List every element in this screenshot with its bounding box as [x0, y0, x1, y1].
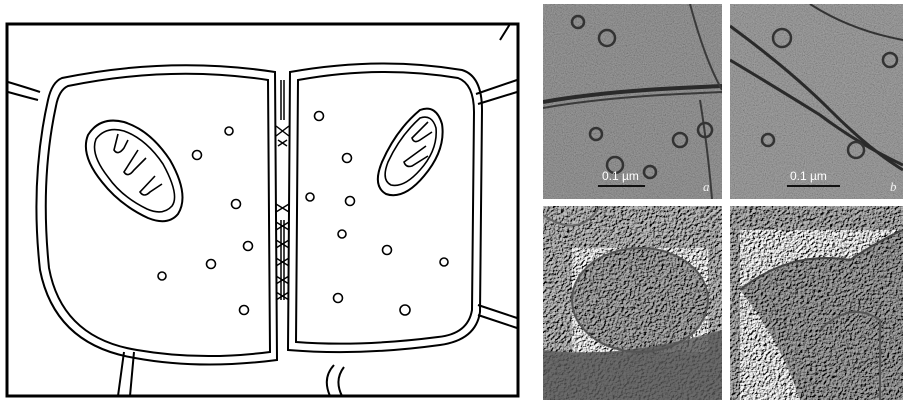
right-cell-outer	[288, 63, 482, 352]
left-cell-inner	[46, 74, 270, 356]
scale-bar-label-b: 0.1 µm	[790, 169, 827, 183]
cell-diagram	[7, 24, 518, 396]
junction-plaques	[276, 126, 289, 300]
junction-line	[281, 80, 284, 300]
panel-letter-a: a	[703, 179, 710, 194]
mitochondrion-left-inner	[95, 130, 175, 212]
mitochondrion-right-inner	[385, 117, 436, 185]
vesicles-left	[158, 127, 253, 315]
micrograph-panel-c	[543, 206, 722, 400]
scale-bar-label-a: 0.1 µm	[602, 169, 639, 183]
micrograph-panel-d	[730, 206, 903, 400]
panel-letter-b: b	[890, 179, 897, 194]
vesicles-right	[306, 112, 448, 316]
